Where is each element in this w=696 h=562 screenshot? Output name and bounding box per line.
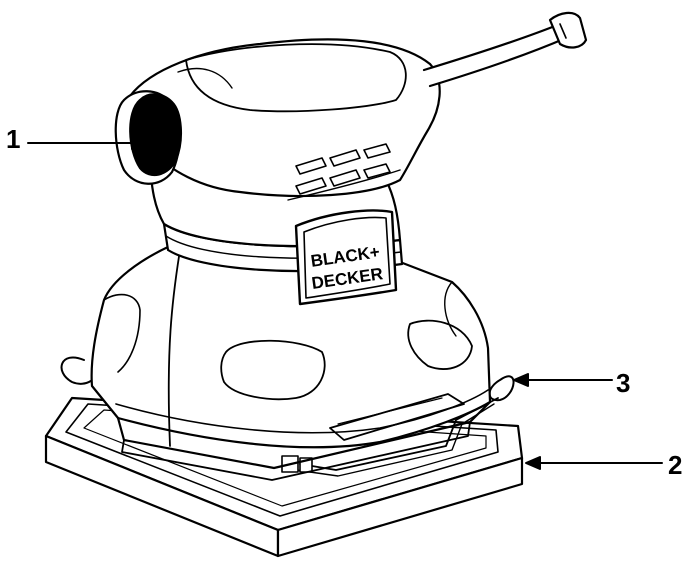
power-cord [422, 11, 588, 88]
leader-arrow-3 [513, 373, 529, 387]
leader-arrow-1 [131, 136, 147, 150]
brand-badge: BLACK+ DECKER [294, 209, 398, 306]
callout-2: 2 [668, 450, 683, 480]
callout-1: 1 [6, 124, 21, 154]
leader-lines [27, 136, 663, 470]
leader-arrow-2 [525, 456, 541, 470]
sander-lower-body [90, 244, 492, 481]
power-switch [114, 90, 182, 185]
callout-3: 3 [616, 368, 631, 398]
